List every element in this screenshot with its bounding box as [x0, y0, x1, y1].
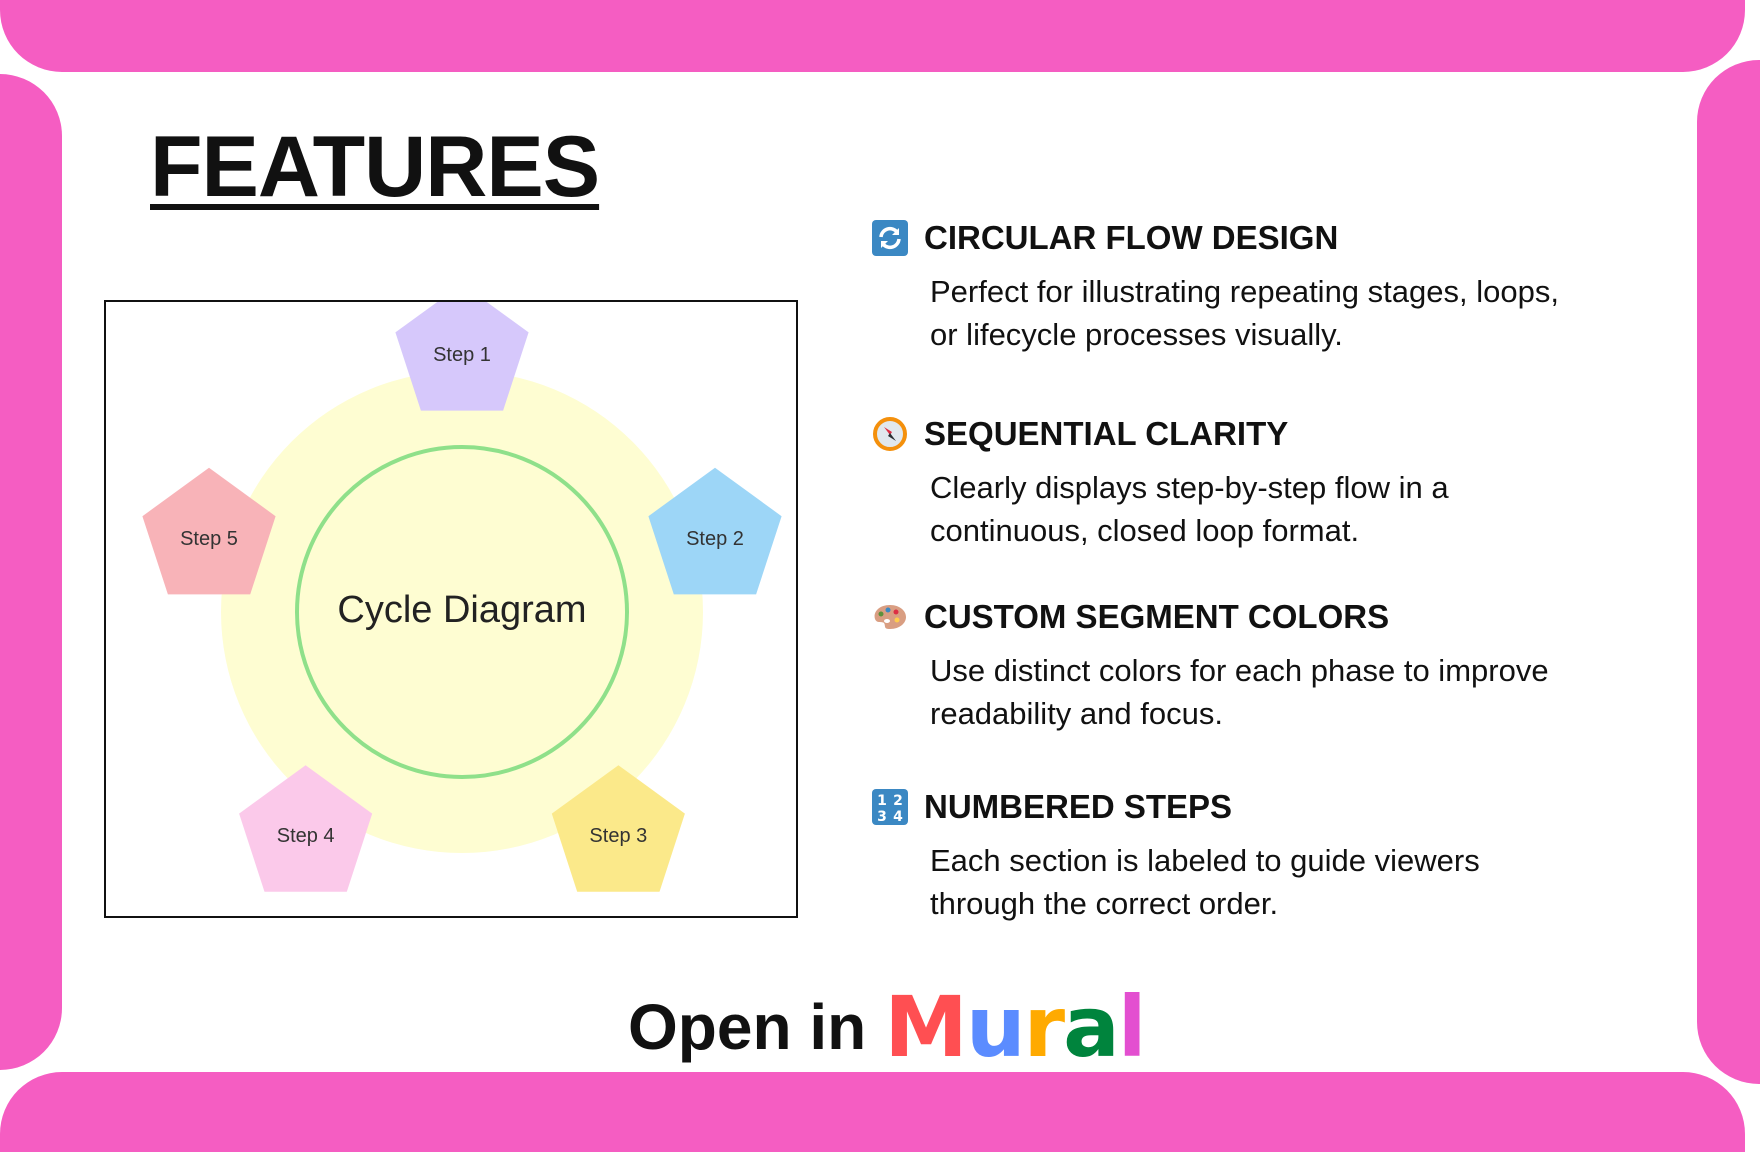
- step-pentagon: [142, 467, 276, 595]
- mural-logo: Mural: [884, 985, 1146, 1069]
- feature-custom-colors: CUSTOM SEGMENT COLORS Use distinct color…: [872, 597, 1672, 735]
- feature-title: CIRCULAR FLOW DESIGN: [924, 219, 1339, 256]
- svg-text:1: 1: [877, 793, 887, 809]
- feature-sequential-clarity: SEQUENTIAL CLARITY Clearly displays step…: [872, 414, 1672, 552]
- cycle-diagram-image: Cycle Diagram Step 1 Step 2 Step 3 Step 4 St…: [104, 300, 798, 918]
- inner-circle: [295, 445, 629, 779]
- step-pentagon: [395, 302, 529, 411]
- feature-title: CUSTOM SEGMENT COLORS: [924, 598, 1390, 635]
- feature-body: Each section is labeled to guide viewers…: [930, 843, 1480, 921]
- left-frame-bar: [0, 74, 62, 1070]
- bottom-frame-bar: [0, 1072, 1745, 1152]
- feature-body: Clearly displays step-by-step flow in a …: [930, 470, 1449, 548]
- open-in-mural-link[interactable]: Open in Mural: [628, 985, 1147, 1069]
- step-pentagon: [551, 765, 685, 892]
- right-frame-bar: [1697, 60, 1760, 1084]
- step-pentagon: [239, 765, 373, 892]
- page-title: FEATURES: [150, 119, 600, 215]
- feature-body: Perfect for illustrating repeating stage…: [930, 274, 1559, 352]
- svg-text:2: 2: [893, 793, 903, 809]
- brand-letter: M: [884, 978, 968, 1076]
- step-3: Step 3: [551, 765, 685, 892]
- step-label: Step 4: [277, 825, 335, 847]
- compass-icon: [873, 417, 907, 451]
- step-4: Step 4: [239, 765, 373, 892]
- feature-title: SEQUENTIAL CLARITY: [924, 415, 1289, 452]
- feature-circular-flow: CIRCULAR FLOW DESIGN Perfect for illustr…: [872, 218, 1672, 356]
- feature-title: NUMBERED STEPS: [924, 788, 1233, 825]
- palette-icon: [874, 605, 906, 629]
- step-label: Step 1: [433, 344, 491, 366]
- refresh-icon: [872, 220, 908, 256]
- brand-letter: l: [1117, 978, 1147, 1076]
- svg-text:4: 4: [893, 809, 903, 825]
- step-pentagon: [648, 467, 782, 595]
- brand-letter: r: [1023, 978, 1065, 1076]
- cta-text: Open in: [628, 991, 867, 1063]
- step-2: Step 2: [648, 467, 782, 595]
- step-label: Step 3: [589, 825, 647, 847]
- brand-letter: a: [1063, 978, 1120, 1076]
- step-label: Step 5: [180, 528, 238, 550]
- feature-body: Use distinct colors for each phase to im…: [930, 653, 1549, 731]
- step-5: Step 5: [142, 467, 276, 595]
- center-label: Cycle Diagram: [337, 589, 586, 631]
- top-frame-bar: [0, 0, 1745, 72]
- step-label: Step 2: [686, 528, 744, 550]
- brand-letter: u: [965, 978, 1026, 1076]
- svg-text:3: 3: [877, 809, 887, 825]
- step-1: Step 1: [395, 302, 529, 411]
